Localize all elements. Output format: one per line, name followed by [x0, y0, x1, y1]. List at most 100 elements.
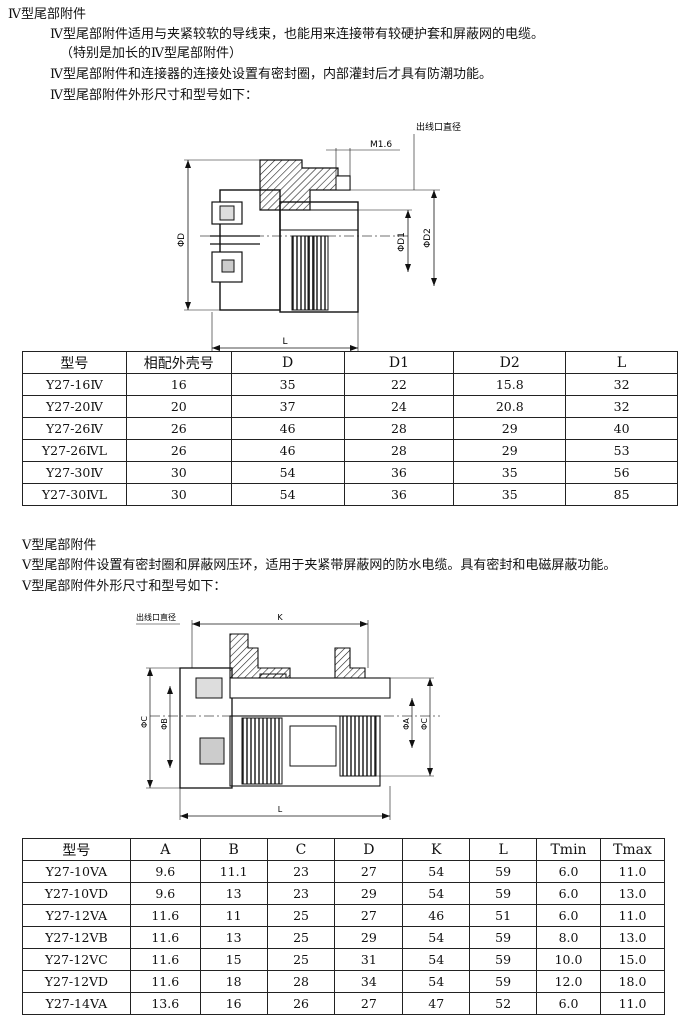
section5-line-2: Ⅴ型尾部附件外形尺寸和型号如下： — [22, 579, 227, 594]
cell: 26 — [266, 992, 336, 1015]
cell: 18.0 — [599, 970, 666, 993]
header-B: B — [199, 838, 268, 861]
cell: 8.0 — [536, 926, 601, 949]
dim-D2-label: ΦD2 — [423, 228, 433, 248]
cell: 11.6 — [129, 926, 201, 949]
header-shell: 相配外壳号 — [125, 351, 232, 374]
cell: 54 — [230, 461, 345, 484]
cell: 22 — [343, 373, 455, 396]
type5-connector-drawing: K 出线口直径 ΦC ΦB ΦA ΦC L — [136, 612, 440, 820]
cell: 46 — [402, 904, 471, 927]
section4-line-4: Ⅳ型尾部附件外形尺寸和型号如下： — [50, 88, 258, 103]
cell: 28 — [343, 417, 455, 440]
header-A: A — [129, 838, 201, 861]
cell: 6.0 — [536, 882, 601, 905]
dim-B-label: ΦB — [160, 718, 169, 730]
cell: 24 — [343, 395, 455, 418]
cell: 35 — [230, 373, 345, 396]
cell: 13.6 — [129, 992, 201, 1015]
cell: Y27-12VA — [22, 904, 131, 927]
cell: 47 — [402, 992, 471, 1015]
cell: 46 — [230, 417, 345, 440]
cell: 11.0 — [599, 904, 666, 927]
cell: 11.6 — [129, 970, 201, 993]
dim-C-left-label: ΦC — [140, 716, 149, 728]
cell: 54 — [402, 948, 471, 971]
header-D1: D1 — [343, 351, 455, 374]
header-D2: D2 — [453, 351, 567, 374]
cell: Y27-26ⅣL — [22, 439, 127, 462]
cell: 25 — [266, 948, 336, 971]
dim-D-label: ΦD — [177, 233, 187, 247]
cell: 29 — [453, 417, 567, 440]
cell: 32 — [565, 395, 678, 418]
cell: 29 — [334, 882, 404, 905]
cell: 30 — [125, 483, 232, 506]
cell: 59 — [469, 882, 538, 905]
header-model: 型号 — [22, 351, 127, 374]
cell: 25 — [266, 926, 336, 949]
header-model: 型号 — [22, 838, 131, 861]
cell: 59 — [469, 970, 538, 993]
cell: 20 — [125, 395, 232, 418]
cell: 27 — [334, 992, 404, 1015]
cell: 13 — [199, 882, 268, 905]
cell: 13 — [199, 926, 268, 949]
cell: 16 — [125, 373, 232, 396]
table-header-row: 型号 相配外壳号 D D1 D2 L — [22, 351, 678, 374]
cell: 11.6 — [129, 904, 201, 927]
cell: 6.0 — [536, 904, 601, 927]
cell: 59 — [469, 860, 538, 883]
cell: 59 — [469, 948, 538, 971]
section5-title: Ⅴ型尾部附件 — [22, 538, 97, 553]
outlet-label-5: 出线口直径 — [136, 612, 176, 622]
cell: 11 — [199, 904, 268, 927]
cell: 12.0 — [536, 970, 601, 993]
cell: 9.6 — [129, 860, 201, 883]
cell: Y27-12VD — [22, 970, 131, 993]
dim-D1-label: ΦD1 — [397, 232, 407, 252]
header-Tmax: Tmax — [599, 838, 666, 861]
cell: 32 — [565, 373, 678, 396]
cell: 11.6 — [129, 948, 201, 971]
cell: 10.0 — [536, 948, 601, 971]
cell: 56 — [565, 461, 678, 484]
cell: 15 — [199, 948, 268, 971]
cell: Y27-20Ⅳ — [22, 395, 127, 418]
cell: 52 — [469, 992, 538, 1015]
cell: 15.8 — [453, 373, 567, 396]
cell: Y27-30Ⅳ — [22, 461, 127, 484]
cell: 46 — [230, 439, 345, 462]
header-K: K — [402, 838, 471, 861]
cell: 27 — [334, 904, 404, 927]
header-L: L — [469, 838, 538, 861]
cell: 29 — [334, 926, 404, 949]
dim-K-label: K — [277, 613, 283, 622]
cell: 35 — [453, 461, 567, 484]
cell: 23 — [266, 860, 336, 883]
cell: 9.6 — [129, 882, 201, 905]
cell: 31 — [334, 948, 404, 971]
cell: 54 — [230, 483, 345, 506]
cell: 15.0 — [599, 948, 666, 971]
cell: 30 — [125, 461, 232, 484]
cell: 27 — [334, 860, 404, 883]
cell: 26 — [125, 417, 232, 440]
cell: 53 — [565, 439, 678, 462]
cell: 40 — [565, 417, 678, 440]
header-Tmin: Tmin — [536, 838, 601, 861]
cell: 35 — [453, 483, 567, 506]
cell: 23 — [266, 882, 336, 905]
cell: 54 — [402, 882, 471, 905]
